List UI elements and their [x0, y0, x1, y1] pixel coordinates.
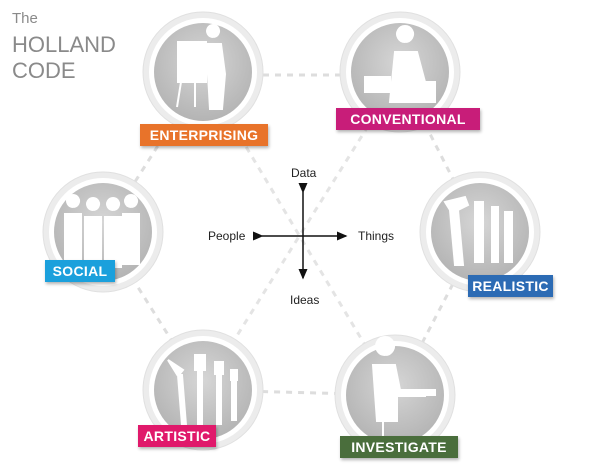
- title-the: The: [12, 10, 38, 27]
- title-holland: HOLLAND: [12, 32, 116, 57]
- ribbon-enterprising: ENTERPRISING: [140, 124, 268, 146]
- presenter-icon: [176, 24, 227, 110]
- ribbon-conventional: CONVENTIONAL: [336, 108, 480, 130]
- ribbon-investigate: INVESTIGATE: [340, 436, 458, 458]
- ribbon-realistic: REALISTIC: [468, 275, 553, 297]
- axis-label-people: People: [208, 229, 246, 243]
- ribbon-social: SOCIAL: [45, 260, 115, 282]
- badge-conventional: [339, 11, 461, 133]
- badge-investigate: [334, 334, 456, 456]
- researcher-icon: [371, 336, 436, 440]
- office-worker-icon: [364, 25, 436, 103]
- axis-label-things: Things: [358, 229, 395, 243]
- title-code: CODE: [12, 58, 76, 83]
- badge-enterprising: [142, 11, 264, 133]
- tools-icon: [443, 195, 513, 266]
- axis-label-data: Data: [291, 166, 317, 180]
- badge-realistic: [419, 171, 541, 293]
- badge-artistic: [142, 329, 264, 451]
- ribbon-artistic: ARTISTIC: [138, 425, 216, 447]
- axis-label-ideas: Ideas: [290, 293, 320, 307]
